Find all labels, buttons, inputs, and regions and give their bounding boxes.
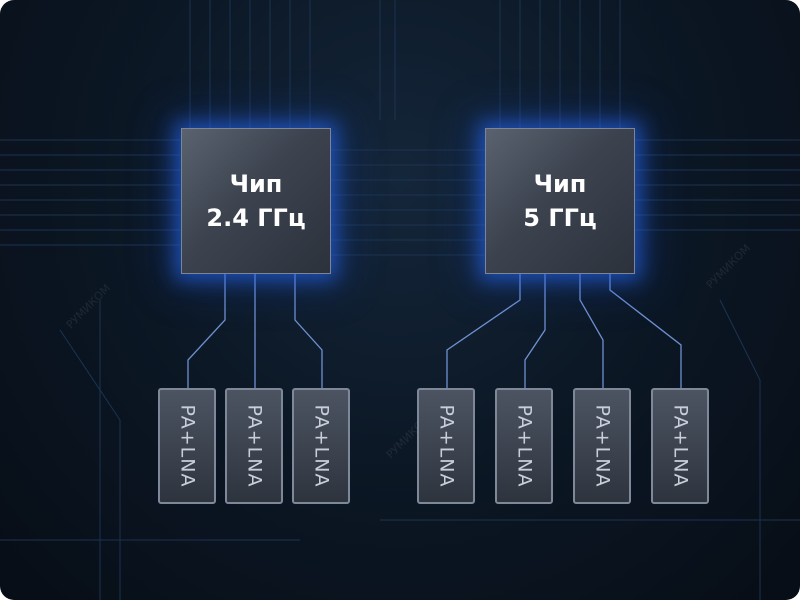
pa-lna-module: PA+LNA	[651, 388, 709, 504]
module-label: PA+LNA	[243, 404, 265, 488]
chip-label: Чип	[229, 170, 283, 198]
chip-frequency: 5 ГГц	[523, 204, 597, 232]
module-label: PA+LNA	[310, 404, 332, 488]
module-label: PA+LNA	[435, 404, 457, 488]
chip-2-4ghz: Чип 2.4 ГГц	[181, 128, 331, 274]
pa-lna-module: PA+LNA	[292, 388, 350, 504]
chip-5ghz: Чип 5 ГГц	[485, 128, 635, 274]
pa-lna-module: PA+LNA	[225, 388, 283, 504]
pa-lna-module: PA+LNA	[573, 388, 631, 504]
pa-lna-module: PA+LNA	[158, 388, 216, 504]
module-label: PA+LNA	[176, 404, 198, 488]
pa-lna-module: PA+LNA	[495, 388, 553, 504]
pa-lna-module: PA+LNA	[417, 388, 475, 504]
chip-frequency: 2.4 ГГц	[206, 204, 306, 232]
chip-label: Чип	[533, 170, 587, 198]
module-label: PA+LNA	[591, 404, 613, 488]
module-label: PA+LNA	[513, 404, 535, 488]
module-label: PA+LNA	[669, 404, 691, 488]
